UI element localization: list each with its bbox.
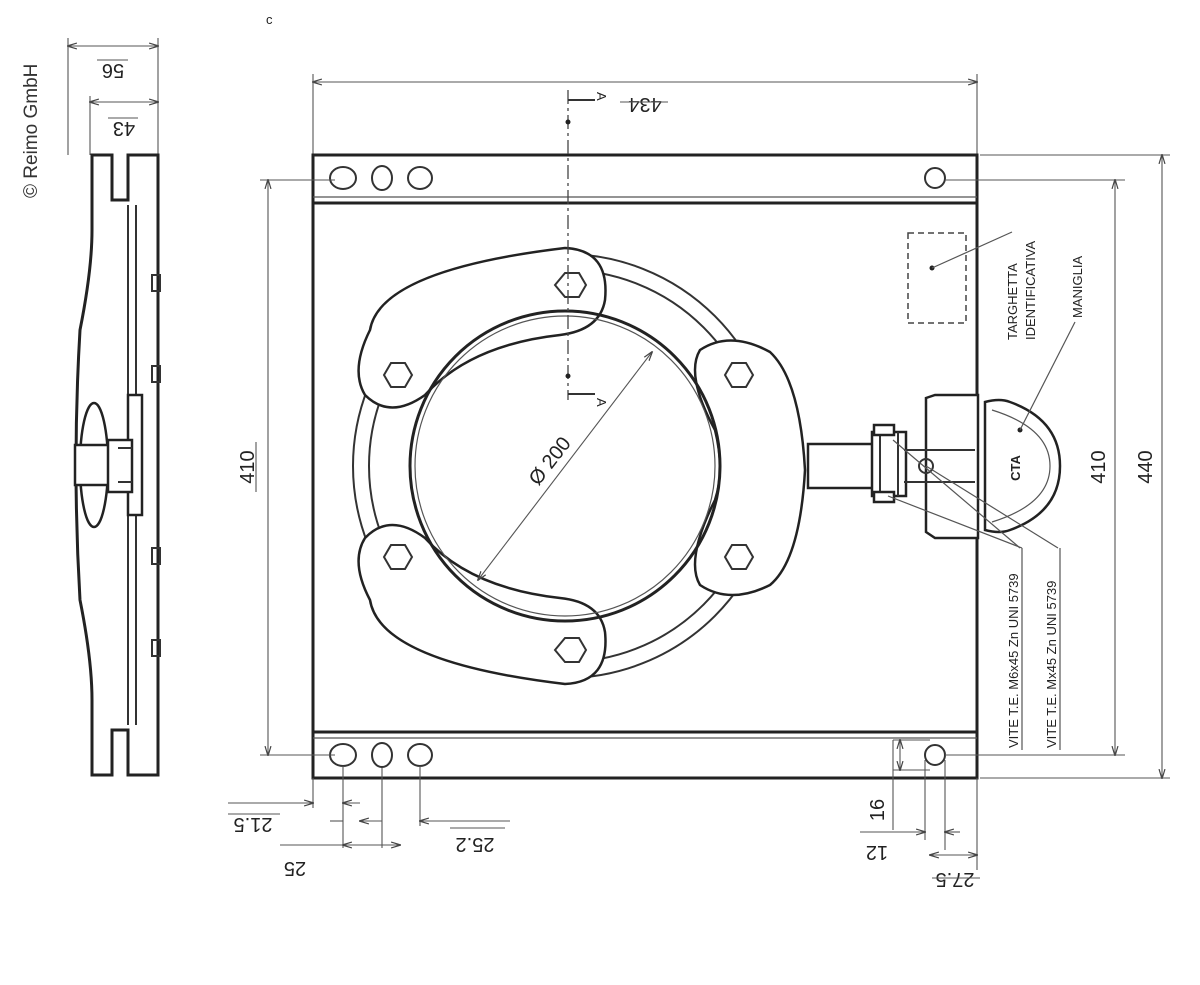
dim-bottom-12: 12 bbox=[866, 841, 888, 863]
label-screw-1: VITE T.E. M6x45 Zn UNI 5739 bbox=[1006, 573, 1021, 748]
side-view: 56 43 bbox=[68, 38, 161, 777]
section-marker-bottom: A bbox=[594, 398, 609, 407]
corner-mark: c bbox=[266, 12, 273, 27]
section-marker-top: A bbox=[594, 92, 609, 101]
handle-logo: CTA bbox=[1008, 455, 1023, 481]
dim-bottom-16: 16 bbox=[867, 799, 889, 821]
label-handle: MANIGLIA bbox=[1070, 256, 1085, 318]
dim-overall-434: 434 bbox=[628, 93, 661, 115]
dim-left-410: 410 bbox=[237, 450, 259, 483]
dim-bottom-25-2: 25.2 bbox=[456, 833, 495, 855]
dim-right-410: 410 bbox=[1088, 450, 1110, 483]
copyright-text: © Reimo GmbH bbox=[21, 64, 42, 198]
dim-bottom-21-5: 21.5 bbox=[234, 813, 273, 835]
dim-bottom-27-5: 27.5 bbox=[936, 868, 975, 890]
label-screw-2: VITE T.E. Mx45 Zn UNI 5739 bbox=[1044, 581, 1059, 748]
top-view: 434 410 410 440 bbox=[228, 74, 1170, 890]
dim-side-56: 56 bbox=[102, 59, 124, 81]
dim-side-43: 43 bbox=[113, 117, 135, 139]
dim-bottom-25: 25 bbox=[284, 857, 306, 879]
label-nameplate-line2: IDENTIFICATIVA bbox=[1023, 240, 1038, 340]
label-nameplate-line1: TARGHETTA bbox=[1005, 263, 1020, 340]
dim-right-440: 440 bbox=[1135, 450, 1157, 483]
